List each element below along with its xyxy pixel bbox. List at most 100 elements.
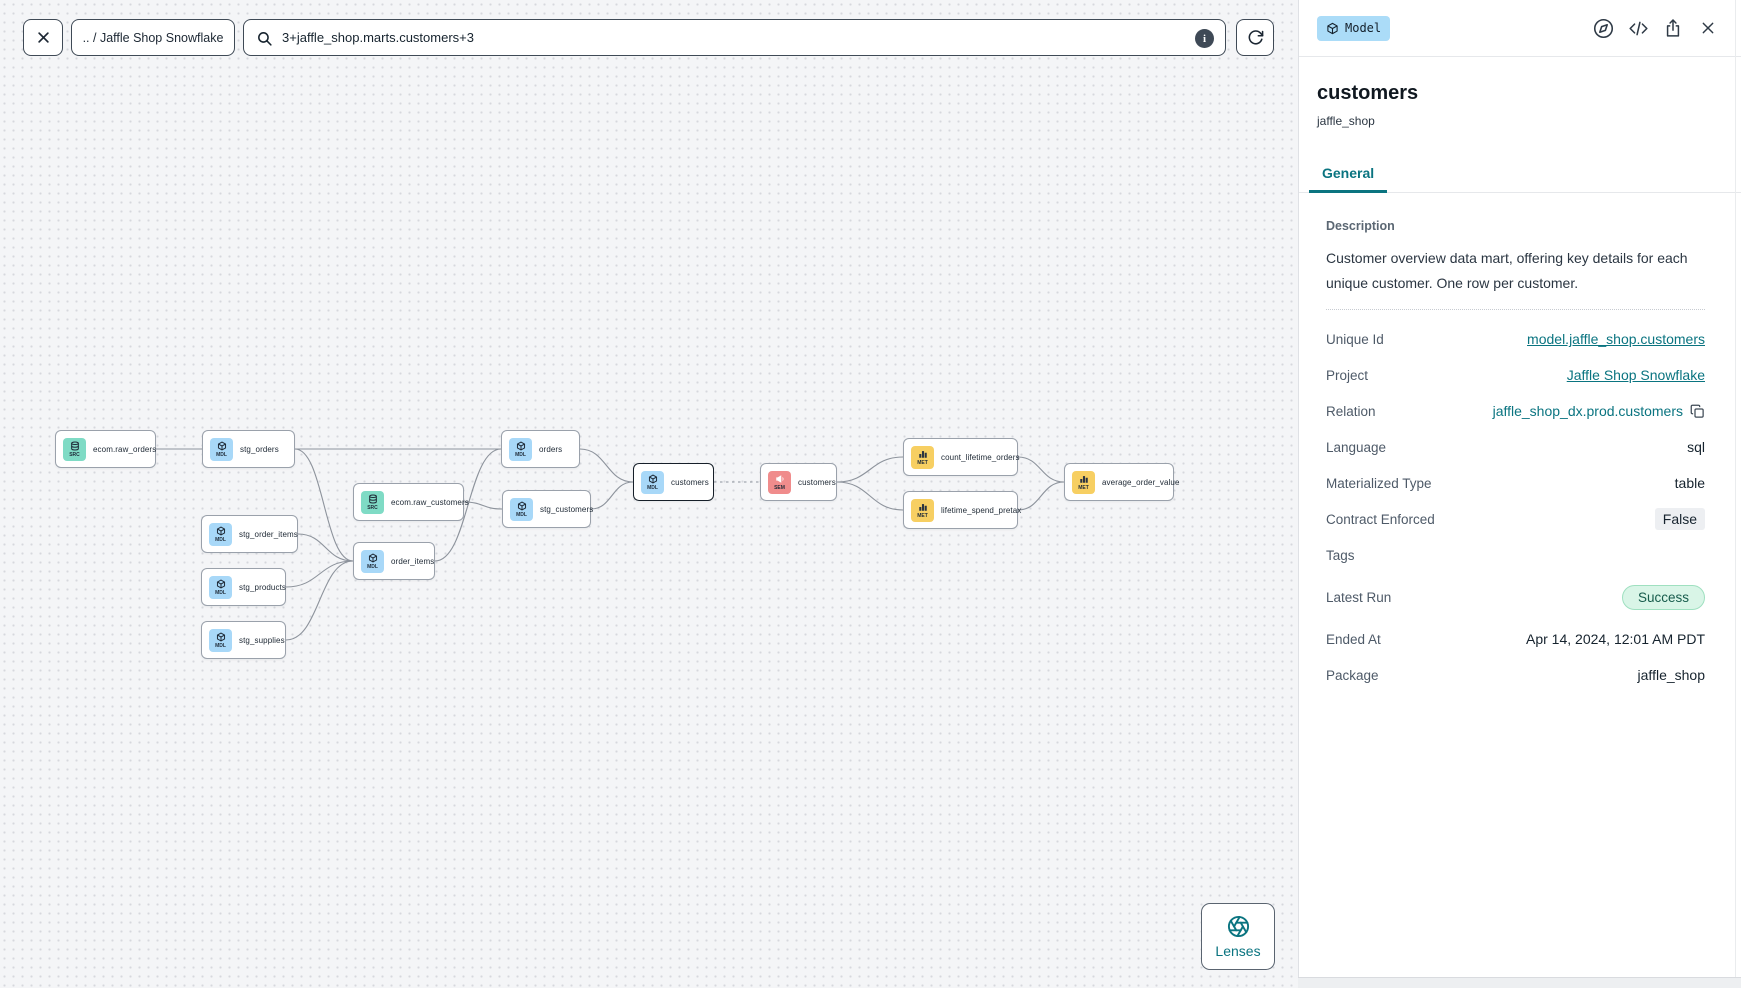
package-value: jaffle_shop (1637, 667, 1705, 683)
aperture-icon (1227, 915, 1249, 937)
graph-node-label: stg_supplies (239, 635, 285, 645)
explore-lineage-button[interactable] (1592, 17, 1614, 39)
graph-node-stg_orders[interactable]: MDL stg_orders (202, 430, 295, 468)
graph-edge (590, 481, 634, 510)
graph-edge (1017, 481, 1065, 511)
field-row-language: Language sql (1326, 439, 1705, 455)
graph-edge (285, 560, 354, 588)
graph-edge (836, 481, 904, 511)
graph-node-average_order_value[interactable]: MET average_order_value (1064, 463, 1179, 501)
graph-node-label: ecom.raw_customers (391, 497, 469, 507)
graph-node-customers[interactable]: MDL customers (633, 463, 714, 501)
project-link[interactable]: Jaffle Shop Snowflake (1566, 367, 1705, 383)
graph-node-src_customers[interactable]: SRC ecom.raw_customers (353, 483, 469, 521)
details-panel: Model customers jaffle_shop General Desc… (1298, 0, 1741, 977)
relation-value: jaffle_shop_dx.prod.customers (1492, 403, 1683, 419)
close-lineage-button[interactable] (23, 19, 63, 56)
graph-node-stg_products[interactable]: MDL stg_products (201, 568, 286, 606)
graph-node-label: stg_orders (240, 444, 279, 454)
field-rows: Unique Id model.jaffle_shop.customers Pr… (1326, 321, 1705, 693)
graph-node-label: customers (798, 477, 836, 487)
graph-edge (434, 448, 502, 562)
resource-type-badge: Model (1317, 15, 1391, 41)
graph-edge (1017, 456, 1065, 483)
code-icon (1628, 21, 1648, 35)
share-button[interactable] (1662, 17, 1684, 39)
graph-node-label: count_lifetime_orders (941, 452, 1020, 462)
metric-icon: MET (1072, 470, 1095, 494)
graph-node-orders[interactable]: MDL orders (501, 430, 580, 468)
field-row-relation: Relation jaffle_shop_dx.prod.customers (1326, 393, 1705, 429)
graph-edge (836, 456, 904, 483)
search-info-icon[interactable]: i (1195, 29, 1214, 48)
field-row-unique-id: Unique Id model.jaffle_shop.customers (1326, 331, 1705, 347)
panel-header: Model (1299, 0, 1741, 57)
panel-title: customers (1317, 82, 1419, 104)
search-input[interactable] (282, 30, 1162, 45)
field-row-materialized-type: Materialized Type table (1326, 475, 1705, 491)
divider (1735, 0, 1736, 977)
panel-subtitle: jaffle_shop (1317, 114, 1375, 128)
panel-tabs: General (1299, 157, 1741, 193)
graph-node-stg_supplies[interactable]: MDL stg_supplies (201, 621, 286, 659)
panel-footer (1298, 977, 1741, 988)
contract-enforced-value: False (1654, 508, 1705, 530)
lineage-edges (156, 448, 1065, 641)
materialized-type-value: table (1674, 475, 1705, 491)
metric-icon: MET (911, 445, 934, 469)
refresh-icon (1248, 30, 1263, 45)
field-row-contract-enforced: Contract Enforced False (1326, 501, 1705, 537)
tab-general[interactable]: General (1309, 157, 1388, 193)
divider (1326, 309, 1705, 310)
language-value: sql (1687, 439, 1705, 455)
lineage-search: i (243, 19, 1226, 56)
model-icon: MDL (509, 437, 532, 461)
field-row-ended-at: Ended At Apr 14, 2024, 12:01 AM PDT (1326, 631, 1705, 647)
graph-node-label: lifetime_spend_pretax (941, 505, 1022, 515)
close-icon (1702, 22, 1714, 34)
graph-node-label: average_order_value (1102, 477, 1180, 487)
source-icon: SRC (63, 437, 86, 461)
view-code-button[interactable] (1627, 17, 1649, 39)
semantic-model-icon: SEM (768, 470, 791, 494)
unique-id-link[interactable]: model.jaffle_shop.customers (1527, 331, 1705, 347)
compass-icon (1593, 18, 1613, 38)
share-icon (1666, 19, 1680, 37)
model-icon: MDL (641, 470, 664, 494)
field-row-latest-run: Latest Run Success (1326, 573, 1705, 621)
model-icon: MDL (361, 549, 384, 573)
graph-node-label: stg_products (239, 582, 287, 592)
lenses-label: Lenses (1215, 942, 1261, 959)
description-text: Customer overview data mart, offering ke… (1326, 250, 1688, 291)
graph-node-order_items[interactable]: MDL order_items (353, 542, 435, 580)
source-icon: SRC (361, 490, 384, 514)
graph-node-label: order_items (391, 556, 435, 566)
model-icon: MDL (209, 575, 232, 599)
breadcrumb[interactable]: .. / Jaffle Shop Snowflake (71, 19, 235, 56)
graph-edge (285, 560, 354, 641)
copy-icon (1690, 404, 1704, 418)
refresh-button[interactable] (1236, 19, 1274, 56)
graph-edge (294, 448, 354, 562)
model-icon: MDL (209, 628, 232, 652)
graph-node-label: stg_customers (540, 504, 594, 514)
lenses-button[interactable]: Lenses (1201, 903, 1275, 970)
graph-node-count_lifetime_orders[interactable]: MET count_lifetime_orders (903, 438, 1020, 476)
field-row-tags: Tags (1326, 547, 1355, 563)
model-icon: MDL (210, 437, 233, 461)
graph-node-stg_customers[interactable]: MDL stg_customers (502, 490, 594, 528)
model-icon: MDL (510, 497, 533, 521)
copy-relation-button[interactable] (1690, 404, 1705, 419)
graph-node-label: customers (671, 477, 709, 487)
graph-edge (297, 533, 354, 562)
field-row-package: Package jaffle_shop (1326, 667, 1705, 683)
graph-node-label: orders (539, 444, 563, 454)
graph-node-customers_sem[interactable]: SEM customers (760, 463, 837, 501)
breadcrumb-label: .. / Jaffle Shop Snowflake (82, 30, 224, 45)
field-row-project: Project Jaffle Shop Snowflake (1326, 367, 1705, 383)
close-panel-button[interactable] (1697, 17, 1719, 39)
